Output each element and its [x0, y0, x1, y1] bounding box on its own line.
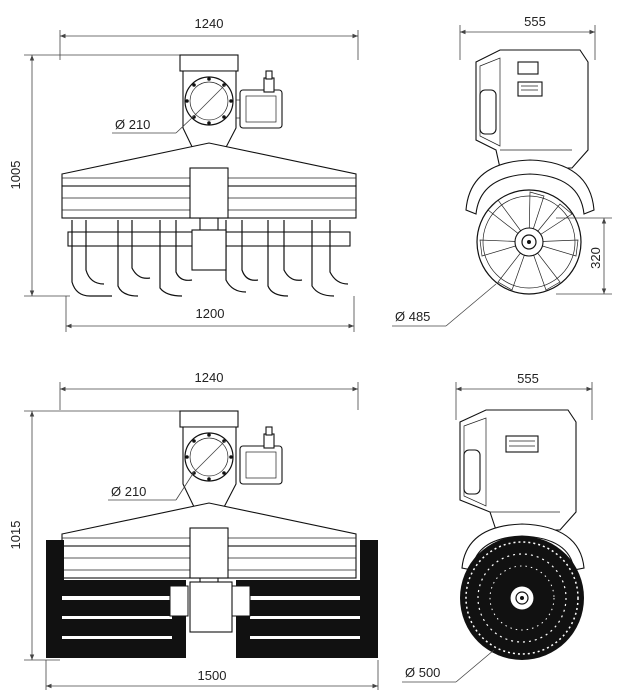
tiller-front-height-label: 1005 [8, 161, 23, 190]
tiller-side-wheel-height-label: 320 [588, 247, 603, 269]
tiller-front-bottom-width-label: 1200 [196, 306, 225, 321]
brush-front-view: 1240 1015 Ø 210 [8, 370, 379, 690]
brush-side-diameter-label: Ø 500 [405, 665, 440, 680]
brush-bristles-left [46, 540, 189, 658]
tiller-front-view: 1240 1005 Ø 210 [8, 16, 359, 332]
tiller-front-hub-diameter-label: Ø 210 [115, 117, 150, 132]
tiller-side-view: 555 320 [392, 14, 612, 327]
rotor-blades [479, 191, 579, 291]
brush-bristles-right [231, 540, 378, 658]
brush-hub-bolts [185, 433, 233, 481]
brush-front-width-label: 1240 [195, 370, 224, 385]
tiller-tines [71, 220, 349, 297]
tiller-side-rotor-diameter-label: Ø 485 [395, 309, 430, 324]
tiller-side-width-label: 555 [524, 14, 546, 29]
brush-front-height-label: 1015 [8, 521, 23, 550]
brush-side-view: 555 Ø 500 [402, 371, 593, 683]
brush-front-bottom-width-label: 1500 [198, 668, 227, 683]
brush-side-width-label: 555 [517, 371, 539, 386]
brush-front-hub-diameter-label: Ø 210 [111, 484, 146, 499]
hub-bolts [185, 77, 233, 125]
tiller-front-width-label: 1240 [195, 16, 224, 31]
